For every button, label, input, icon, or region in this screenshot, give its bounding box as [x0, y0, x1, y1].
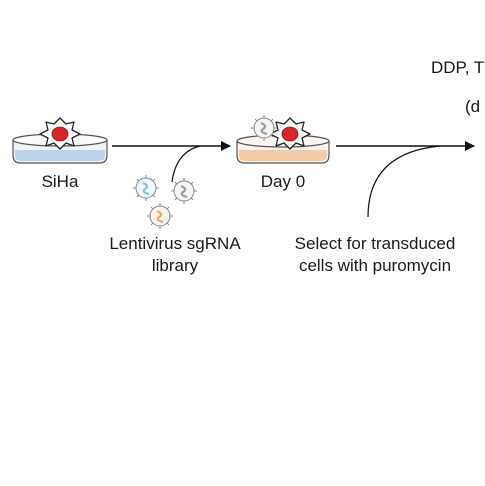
virus-feed-curve [171, 145, 201, 183]
lentivirus-particle-icon [251, 115, 277, 141]
siha-label: SiHa [42, 172, 79, 191]
lentivirus-particle-icon [171, 178, 197, 204]
lentivirus-label-line1: Lentivirus sgRNA [109, 234, 241, 253]
lentivirus-particle-icon [133, 175, 159, 201]
lentivirus-label-line2: library [152, 256, 199, 275]
cancer-cell-icon [269, 117, 311, 150]
day0-label: Day 0 [261, 172, 305, 191]
puromycin-feed-curve [367, 145, 441, 218]
cancer-cell-icon [39, 117, 81, 150]
select-label-line2: cells with puromycin [299, 256, 451, 275]
treatment-sublabel: (d [465, 97, 480, 116]
treatment-label: DDP, T [431, 58, 484, 77]
day0-petri-dish-icon [236, 134, 330, 164]
lentivirus-particle-icon [147, 203, 173, 229]
select-label-line1: Select for transduced [295, 234, 456, 253]
